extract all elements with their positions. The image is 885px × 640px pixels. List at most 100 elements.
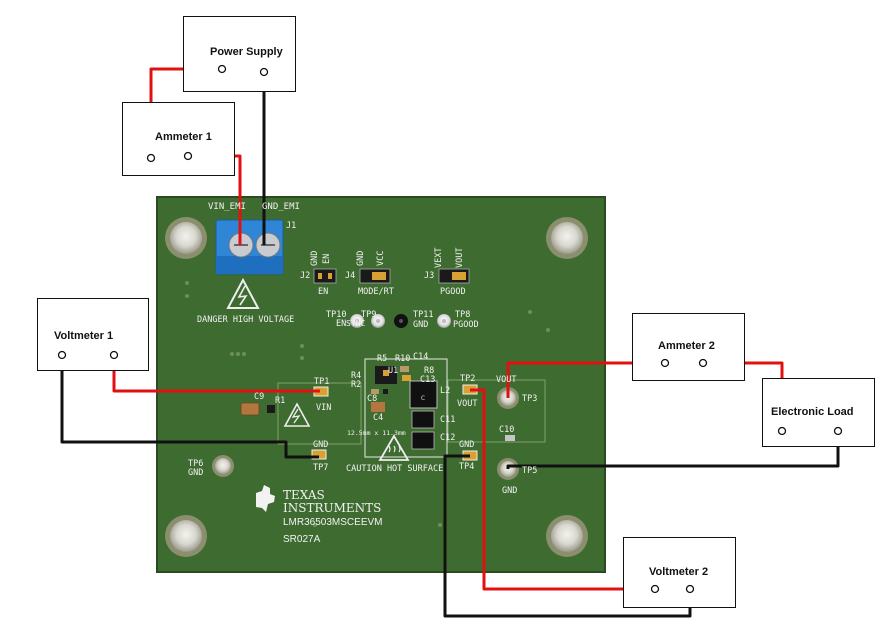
wire-tp2-to-voltmeter2 (470, 388, 655, 591)
resistor-r1 (267, 405, 275, 413)
tp7-gnd-label: GND (313, 440, 329, 450)
j1-gnd-label: GND_EMI (262, 202, 300, 212)
test-point-tp6 (212, 455, 234, 477)
dimensions-label: 12.5mm x 11.3mm (347, 429, 406, 437)
test-point-tp10 (350, 314, 364, 328)
l2-label: L2 (440, 386, 451, 396)
tp8-label: TP8 (455, 310, 471, 320)
test-pad-tp7 (311, 449, 327, 460)
tp10-label: TP10 (326, 310, 347, 320)
power-supply-positive-terminal (217, 64, 227, 74)
capacitor-c4 (371, 402, 385, 412)
j3-vout-label: VOUT (455, 247, 465, 268)
tp11-label: TP11 (413, 310, 434, 320)
power-supply-box (183, 16, 296, 92)
voltmeter1-box (37, 298, 149, 371)
j4-gnd-label: GND (356, 250, 366, 266)
danger-high-voltage-label: DANGER HIGH VOLTAGE (197, 315, 295, 325)
ammeter2-negative-terminal (660, 358, 670, 368)
tp6-label: TP6 (188, 459, 204, 469)
high-voltage-warning-icon (226, 277, 260, 309)
revision-label: SR027A (283, 534, 321, 545)
caution-hot-surface-label: CAUTION HOT SURFACE (346, 464, 444, 474)
j1-label: J1 (286, 221, 297, 231)
electronic-load-label: Electronic Load (771, 406, 854, 418)
electronic-load-box (762, 378, 875, 447)
tp5-label: TP5 (522, 466, 538, 476)
r5-label: R5 (377, 354, 388, 364)
j2-label: J2 (300, 271, 311, 281)
jumper-header-j2 (313, 268, 337, 284)
power-supply-negative-terminal (259, 67, 269, 77)
wire-tp3-to-ammeter2 (506, 361, 665, 398)
c4-label: C4 (373, 413, 384, 423)
voltmeter2-negative-terminal (685, 584, 695, 594)
tp1-sub-label: VIN (316, 403, 332, 413)
j3-function-label: PGOOD (440, 287, 466, 297)
texas-instruments-logo-icon (256, 485, 275, 512)
wire-voltmeter1-to-tp7 (60, 355, 319, 459)
part-number-label: LMR36503MSCEEVM (283, 517, 383, 528)
test-point-tp11 (394, 314, 408, 328)
tp10-sub-label: EN (336, 319, 347, 329)
voltmeter2-box (623, 537, 736, 608)
j4-vcc-label: VCC (376, 250, 386, 266)
r2-label: R2 (351, 380, 362, 390)
mounting-hole-bottom-left (165, 515, 207, 557)
tp2-sub-label: VOUT (457, 399, 478, 409)
c11-label: C11 (440, 415, 456, 425)
low-voltage-warning-icon (283, 402, 311, 427)
j2-gnd-label: GND (310, 250, 320, 266)
electronic-load-negative-terminal (833, 426, 843, 436)
j4-label: J4 (345, 271, 356, 281)
c10-label: C10 (499, 425, 515, 435)
ammeter1-negative-terminal (146, 153, 156, 163)
test-point-tp8 (437, 314, 451, 328)
ti-brand-line1: TEXAS (283, 488, 325, 502)
ammeter1-box (122, 102, 235, 176)
tp8-sub-label: PGOOD (453, 320, 479, 330)
tp7-label: TP7 (313, 463, 329, 473)
ammeter1-label: Ammeter 1 (155, 131, 212, 143)
voltmeter2-label: Voltmeter 2 (649, 566, 709, 578)
ammeter1-positive-terminal (183, 151, 193, 161)
c13-label: C13 (420, 375, 436, 385)
mounting-hole-top-left (165, 217, 207, 259)
test-point-tp9 (371, 314, 385, 328)
tp1-label: TP1 (314, 377, 330, 387)
r4-label: R4 (351, 371, 362, 381)
tp9-label: TP9 (361, 310, 377, 320)
tp4-gnd-label: GND (459, 440, 475, 450)
j4-function-label: MODE/RT (358, 287, 394, 297)
voltmeter1-negative-terminal (57, 350, 67, 360)
ammeter2-label: Ammeter 2 (658, 340, 715, 352)
j1-vin-label: VIN_EMI (208, 202, 246, 212)
electronic-load-positive-terminal (777, 426, 787, 436)
u1-label: U1 (388, 366, 399, 376)
r8-label: R8 (424, 366, 435, 376)
c8-label: C8 (367, 394, 378, 404)
wire-tp5-to-load (506, 431, 840, 469)
j2-function-label: EN (318, 287, 329, 297)
tp6-sub-label: GND (188, 468, 204, 478)
tp3-label: TP3 (522, 394, 538, 404)
jumper-header-j4 (359, 268, 391, 284)
capacitor-c9 (240, 402, 260, 416)
ammeter2-positive-terminal (698, 358, 708, 368)
voltmeter1-label: Voltmeter 1 (54, 330, 114, 342)
j2-en-label: EN (322, 253, 332, 264)
voltmeter2-positive-terminal (650, 584, 660, 594)
inductor-l2: c (409, 380, 438, 409)
tp11-sub-label: GND (413, 320, 429, 330)
power-supply-label: Power Supply (210, 46, 283, 58)
ammeter2-box (632, 313, 745, 381)
mounting-hole-bottom-right (546, 515, 588, 557)
tp9-sub-label: SYNC (346, 319, 366, 328)
tp2-label: TP2 (460, 374, 476, 384)
c14-label: C14 (413, 352, 429, 362)
c9-label: C9 (254, 392, 265, 402)
r1-label: R1 (275, 396, 286, 406)
r10-label: R10 (395, 354, 411, 364)
tp3-sub-label: VOUT (496, 375, 517, 385)
regulator-u1 (375, 366, 397, 384)
